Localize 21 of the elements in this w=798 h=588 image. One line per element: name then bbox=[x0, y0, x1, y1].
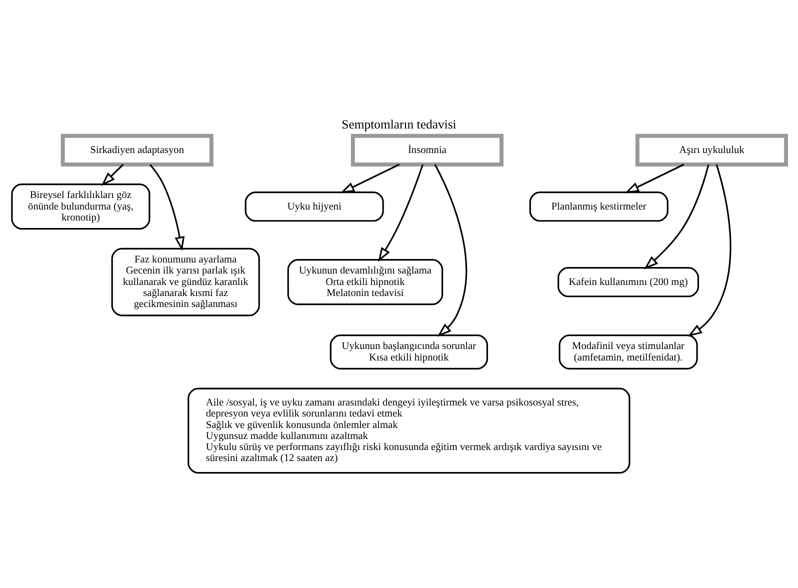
arrow bbox=[340, 164, 400, 194]
node-box: Planlanmış kestirmeler bbox=[529, 191, 668, 222]
arrow bbox=[688, 164, 732, 337]
arrow bbox=[378, 164, 424, 262]
node-box: Aşırı uykululuk bbox=[635, 134, 788, 166]
node-box: Sirkadiyen adaptasyon bbox=[60, 134, 214, 166]
node-box: Aile /sosyal, iş ve uyku zamanı arasındaki dengeyi iyileştirmek ve varsa psikososyal stres, depresyon veya evlilik sorunlarını tedavi etmek Sağlık ve güvenlik konusunda önlemler almak Uygunsuz madde kullanımını azaltmak Uykulu sürüş ve performans zayıflığı riski konusunda eğitim vermek ardışık vardiya sayısını ve süresini azaltmak (12 saaten az) bbox=[188, 388, 630, 474]
node-box: Modafinil veya stimulanlar (amfetamin, metilfenidat). bbox=[558, 334, 698, 370]
arrow bbox=[101, 164, 124, 186]
node-box: Uykunun başlangıcında sorunlar Kısa etkili hipnotik bbox=[330, 334, 488, 370]
node-box: İnsomnia bbox=[350, 134, 504, 166]
arrow bbox=[434, 164, 468, 337]
node-box: Kafein kullanımını (200 mg) bbox=[558, 266, 700, 298]
arrow bbox=[150, 164, 185, 252]
arrow bbox=[644, 164, 710, 270]
arrow bbox=[624, 164, 684, 194]
node-box: Uykunun devamlılığını sağlama Orta etkili hipnotik Melatonin tedavisi bbox=[287, 259, 444, 306]
node-box: Uyku hijyeni bbox=[244, 191, 384, 222]
node-box: Faz konumunu ayarlama Gecenin ilk yarısı parlak ışık kullanarak ve gündüz karanlık sağlanarak kısmi faz gecikmesinin sağlanması bbox=[111, 248, 260, 316]
diagram-title: Semptomların tedavisi bbox=[342, 118, 456, 132]
node-box: Bireysel farklılıkları göz önünde bulundurma (yaş, kronotip) bbox=[11, 184, 150, 230]
